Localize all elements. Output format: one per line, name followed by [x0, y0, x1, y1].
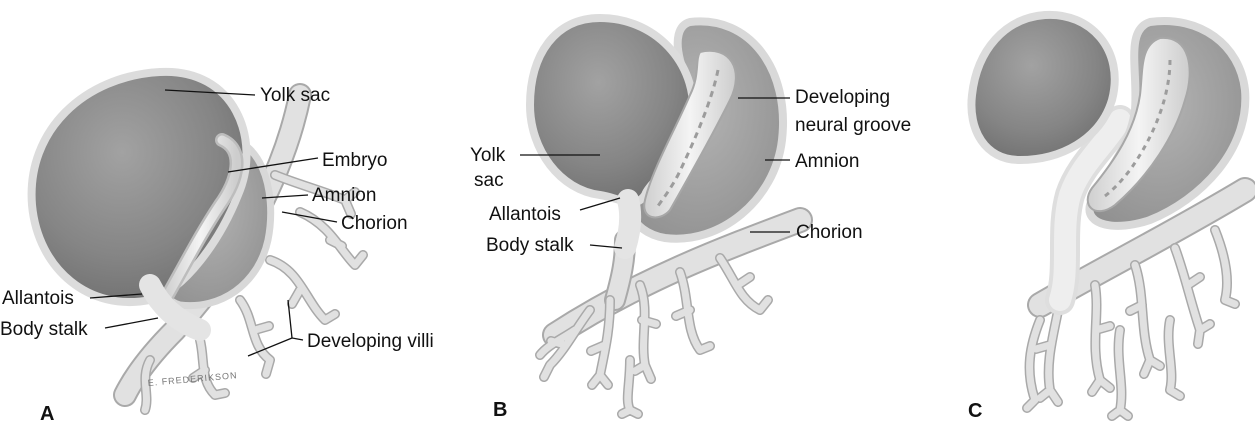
label-b-chorion: Chorion	[796, 222, 863, 243]
label-b-amnion: Amnion	[795, 151, 859, 172]
leader-a-embryo	[227, 157, 319, 173]
label-a-allantois: Allantois	[2, 288, 74, 309]
panel-letter-b: B	[493, 399, 507, 421]
leader-a-villi	[247, 299, 304, 357]
label-b-yolk-sac-line2: sac	[474, 170, 504, 191]
label-a-amnion: Amnion	[312, 185, 376, 206]
panel-c-neural-groove	[1101, 59, 1172, 200]
leader-b-allantois	[579, 197, 621, 211]
label-b-body-stalk: Body stalk	[486, 235, 574, 256]
panel-b-body-stalk	[614, 189, 642, 259]
panel-c-yolk-sac	[967, 10, 1119, 165]
leader-b-body-stalk	[589, 244, 623, 249]
label-a-chorion: Chorion	[341, 213, 408, 234]
panel-a-body-stalk	[139, 274, 211, 341]
panel-c: C	[967, 10, 1255, 422]
panel-b-villi	[535, 207, 813, 419]
label-a-embryo: Embryo	[322, 150, 387, 171]
label-a-developing-villi: Developing villi	[307, 331, 434, 352]
leader-a-amnion	[261, 194, 309, 199]
panel-letter-c: C	[968, 400, 982, 422]
label-b-allantois: Allantois	[489, 204, 561, 225]
leader-a-yolk-sac	[164, 89, 256, 96]
leader-a-allantois	[89, 293, 143, 299]
leader-a-chorion	[281, 211, 338, 223]
panel-c-embryo	[1086, 36, 1191, 213]
label-a-body-stalk: Body stalk	[0, 319, 88, 340]
label-b-neural-groove-line2: neural groove	[795, 115, 911, 136]
panel-a: Yolk sac Embryo Amnion Chorion Allantois…	[0, 67, 434, 425]
panel-b-neural-groove	[656, 69, 720, 207]
label-b-yolk-sac-line1: Yolk	[470, 145, 506, 166]
leader-a-body-stalk	[104, 317, 159, 329]
panel-letter-a: A	[40, 403, 54, 425]
label-b-neural-groove-line1: Developing	[795, 87, 890, 108]
label-a-yolk-sac: Yolk sac	[260, 85, 330, 106]
panel-b: Developing neural groove Yolk sac Amnion…	[470, 13, 911, 421]
